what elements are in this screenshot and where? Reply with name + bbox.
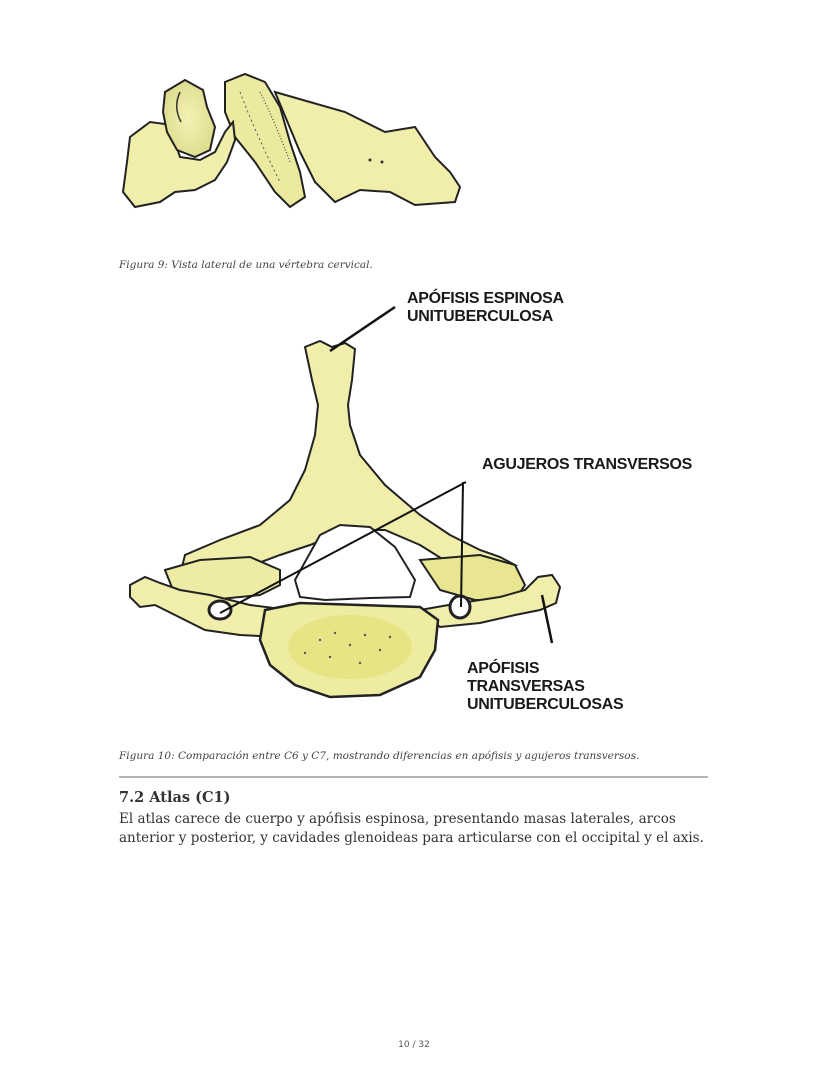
section-heading: 7.2 Atlas (C1) <box>119 789 231 806</box>
section-body: El atlas carece de cuerpo y apófisis esp… <box>119 811 704 846</box>
page-number: 10 / 32 <box>398 1040 430 1050</box>
label-spinous-process: APÓFISIS ESPINOSA UNITUBERCULOSA <box>407 290 564 326</box>
label-spinous-line2: UNITUBERCULOSA <box>407 308 554 325</box>
label-foramina-text: AGUJEROS TRANSVERSOS <box>482 456 693 473</box>
vertebra-superior-illustration <box>129 305 562 699</box>
label-transverse-process: APÓFISIS TRANSVERSAS UNITUBERCULOSAS <box>467 660 624 714</box>
section-divider <box>119 776 708 778</box>
figure-9-caption: Figura 9: Vista lateral de una vértebra … <box>119 259 373 271</box>
label-transverse-foramina: AGUJEROS TRANSVERSOS <box>482 456 692 474</box>
label-spinous-line1: APÓFISIS ESPINOSA <box>407 290 564 307</box>
label-transverse-line3: UNITUBERCULOSAS <box>467 696 624 713</box>
figure-10-image <box>120 285 720 725</box>
label-transverse-line1: APÓFISIS <box>467 660 540 677</box>
figure-10-caption: Figura 10: Comparación entre C6 y C7, mo… <box>119 750 640 762</box>
label-transverse-line2: TRANSVERSAS <box>467 678 585 695</box>
vertebra-lateral-illustration <box>121 72 462 209</box>
figure-9-image <box>115 62 475 227</box>
